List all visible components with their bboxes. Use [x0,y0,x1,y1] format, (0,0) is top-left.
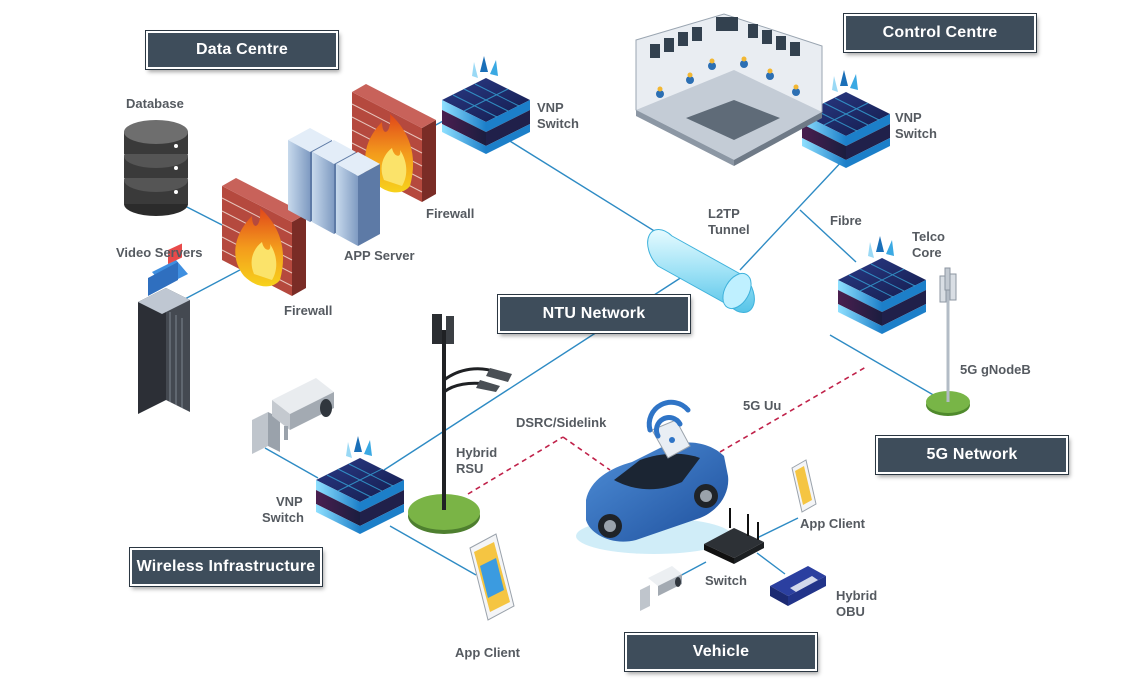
firewall-bottom-label: Firewall [284,303,333,318]
vnp-switch-wi-label-line1: VNP [276,494,303,509]
antenna-icon [926,267,970,416]
vnp-switch-icon [315,435,405,535]
cctv-camera-icon [640,566,682,611]
app-server-label: APP Server [344,248,415,263]
vnp-switch-wi-label: VNP Switch [262,494,304,526]
app-client-wireless-label: App Client [455,645,520,660]
database-icon [124,120,188,216]
vnp-switch-dc-label-line1: VNP [537,100,564,115]
telco-core-label: Telco Core [912,229,945,261]
gnodeb-label: 5G gNodeB [960,362,1031,377]
5g-uu-label: 5G Uu [743,398,782,413]
wireless-links [467,366,867,495]
hybrid-rsu-label-line2: RSU [456,461,484,476]
vnp-switch-icon [441,55,531,155]
cctv-camera-icon [252,378,334,454]
ntu-network-banner: NTU Network [498,295,690,333]
hybrid-obu-label-line2: OBU [836,604,865,619]
vnp-switch-wi-label-line2: Switch [262,510,304,525]
tablet-icon [469,533,515,621]
hybrid-rsu-label-line1: Hybrid [456,445,498,460]
app-client-vehicle-label: App Client [800,516,865,531]
wifi-icon [646,399,691,443]
firewall-top-label: Firewall [426,206,475,221]
router-icon [704,508,764,564]
dsrc-sidelink-label: DSRC/Sidelink [516,415,607,430]
fibre-label: Fibre [830,213,862,228]
hybrid-obu-label: Hybrid OBU [836,588,877,620]
vnp-switch-cc-label-line2: Switch [895,126,937,141]
vnp-switch-dc-label-line2: Switch [537,116,579,131]
vnp-switch-dc-label: VNP Switch [537,100,579,132]
l2tp-tunnel-label: L2TP Tunnel [708,206,750,238]
telco-core-label-line1: Telco [912,229,945,244]
rsu-pole-icon [408,314,512,534]
5g-network-banner: 5G Network [876,436,1068,474]
video-servers-label: Video Servers [116,245,203,260]
wireless-infrastructure-banner: Wireless Infrastructure [130,548,322,586]
l2tp-tunnel-label-line2: Tunnel [708,222,750,237]
video-server-icon [138,243,190,414]
switch-vehicle-label: Switch [705,573,747,588]
hybrid-rsu-label: Hybrid RSU [456,445,497,477]
vnp-switch-cc-label-line1: VNP [895,110,922,125]
tablet-icon [791,459,817,513]
telco-core-label-line2: Core [912,245,942,260]
obu-icon [770,566,826,606]
database-label: Database [126,96,184,111]
vnp-switch-cc-label: VNP Switch [895,110,937,142]
control-room-icon [635,13,823,166]
tunnel-icon [647,228,755,314]
app-server-icon [288,128,380,246]
l2tp-tunnel-label-line1: L2TP [708,206,740,221]
car-icon [576,419,732,554]
hybrid-obu-label-line1: Hybrid [836,588,878,603]
data-centre-banner: Data Centre [146,31,338,69]
vehicle-banner: Vehicle [625,633,817,671]
control-centre-banner: Control Centre [844,14,1036,52]
